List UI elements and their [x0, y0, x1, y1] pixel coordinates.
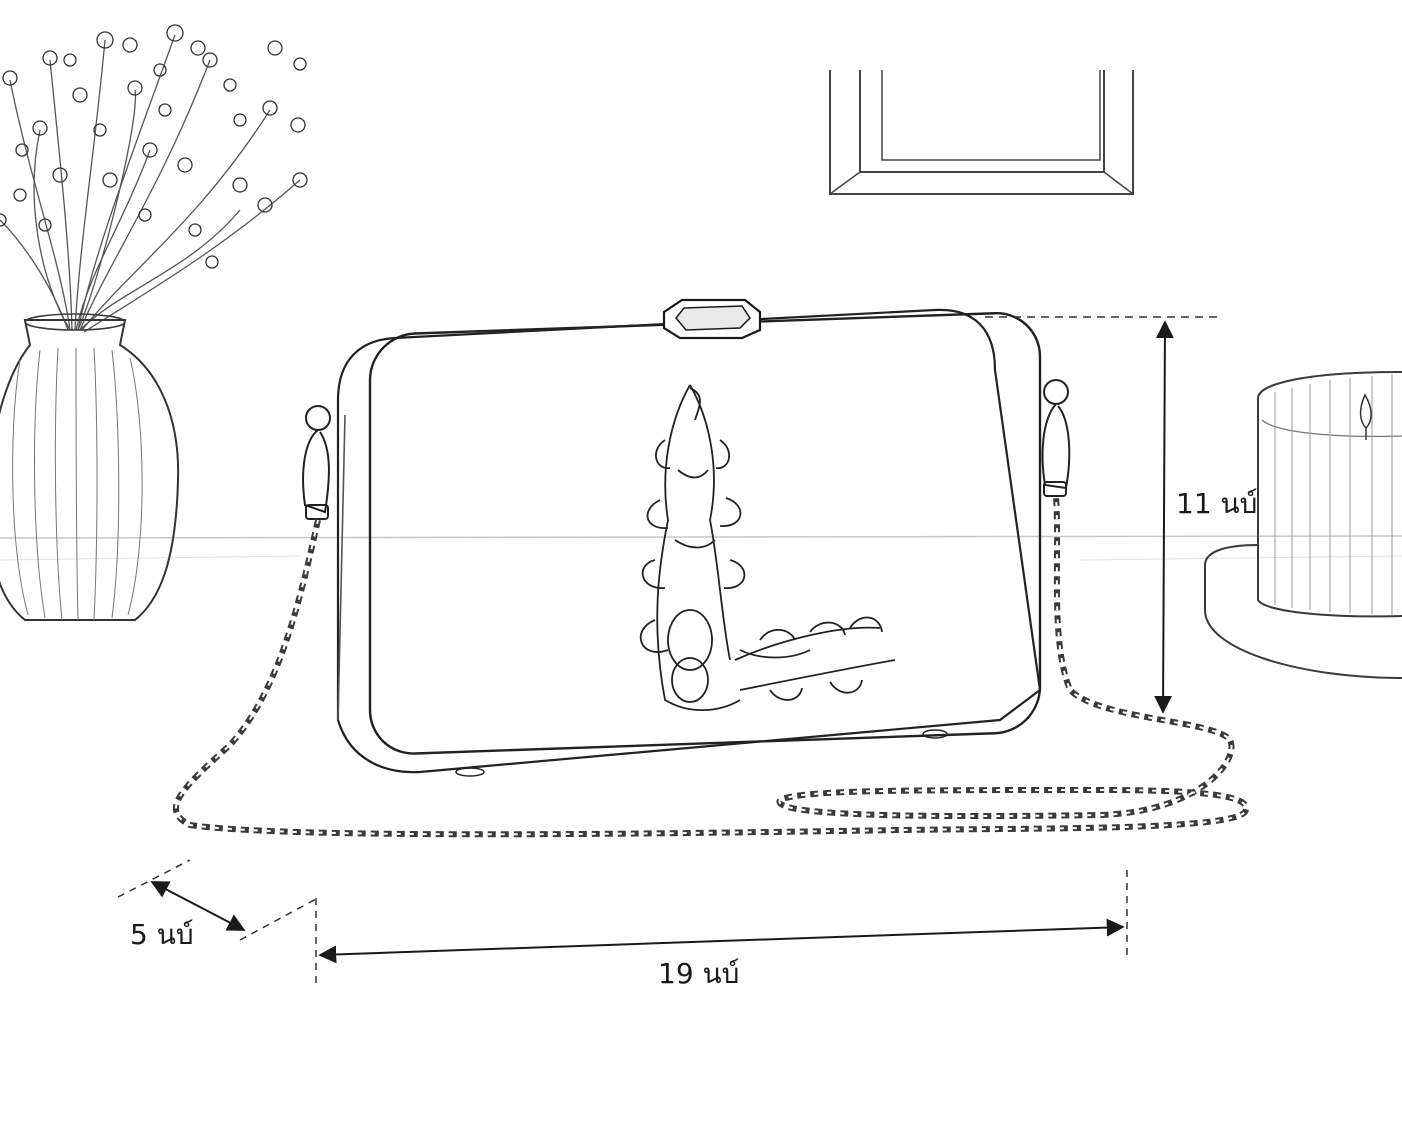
right-clasp-hook-icon [1041, 379, 1071, 497]
height-dimension-line [985, 316, 1222, 714]
vase-icon [0, 24, 308, 621]
flower-stems [0, 34, 301, 333]
clasp-icon [662, 298, 762, 340]
candle-icon [1204, 371, 1402, 679]
gypsophila-blossoms [0, 24, 308, 269]
clutch-bag-icon [302, 298, 1071, 777]
candle-flame-icon [1359, 393, 1372, 430]
chain-strap-icon [172, 495, 1250, 838]
width-label: 19 นบ์ [658, 957, 740, 990]
depth-dimension-line [117, 859, 319, 941]
picture-frame-icon [829, 70, 1134, 195]
vase-ribs [12, 347, 143, 621]
floral-letter-l-icon [639, 384, 896, 712]
height-label: 11 นบ์ [1176, 487, 1258, 520]
jar-ribs [1274, 374, 1393, 615]
width-dimension-line [315, 870, 1128, 985]
depth-label: 5 นบ์ [130, 918, 194, 951]
left-clasp-hook-icon [302, 405, 331, 520]
